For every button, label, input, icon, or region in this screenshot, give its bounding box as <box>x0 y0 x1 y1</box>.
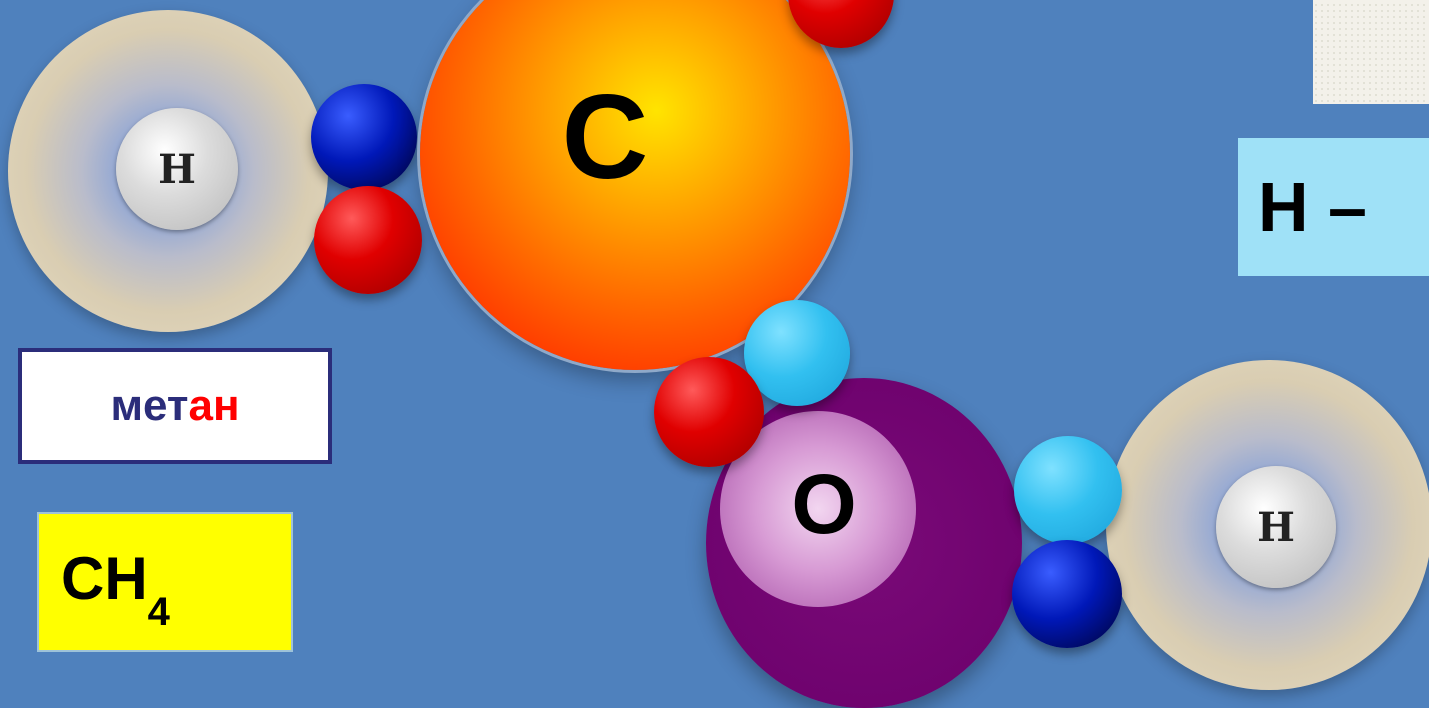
name-stem: мет <box>110 381 189 430</box>
hydrogen-nucleus-right: H <box>1216 466 1336 588</box>
formula-subscript: 4 <box>147 590 170 634</box>
electron-blue-left <box>311 84 417 190</box>
name-suffix: ан <box>188 381 240 430</box>
electron-red-left <box>314 186 422 294</box>
hydrogen-bond-fragment: H – <box>1238 138 1429 276</box>
fragment-text: H – <box>1258 168 1367 246</box>
hydrogen-nucleus-left: H <box>116 108 238 230</box>
electron-cyan-right <box>1014 436 1122 544</box>
paper-card <box>1313 0 1429 104</box>
formula-base: CH <box>61 545 148 612</box>
electron-cyan-middle <box>744 300 850 406</box>
electron-red-middle <box>654 357 764 467</box>
electron-blue-right <box>1012 540 1122 648</box>
oxygen-nucleus: O <box>720 411 916 607</box>
molecular-formula: CH4 <box>37 512 293 652</box>
